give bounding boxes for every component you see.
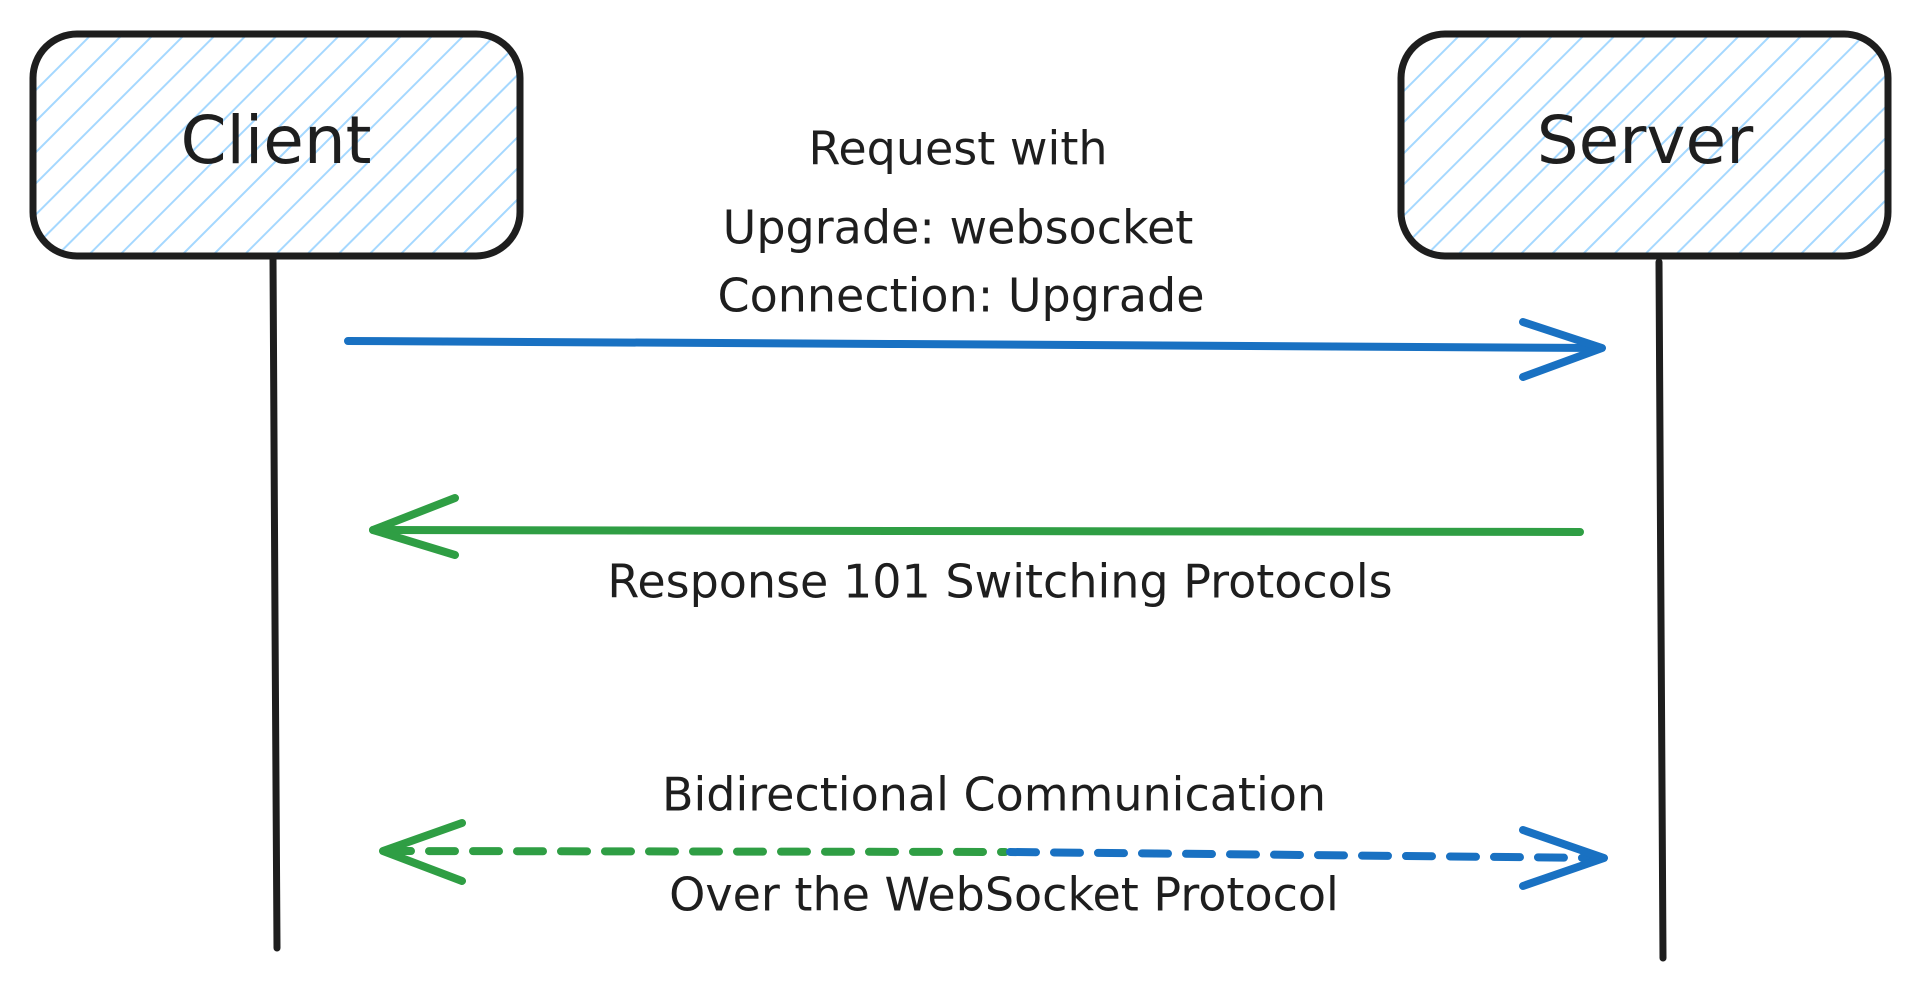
server-box xyxy=(1397,30,1892,260)
response-arrowhead xyxy=(369,494,459,559)
request-message: Request with Upgrade: websocket Connecti… xyxy=(344,122,1606,381)
request-label-line-3: Connection: Upgrade xyxy=(717,269,1204,323)
bidirectional-arrowhead-left xyxy=(379,819,466,885)
response-label: Response 101 Switching Protocols xyxy=(607,555,1392,609)
server-label: Server xyxy=(1537,102,1754,179)
client-box xyxy=(29,30,524,260)
client-lifeline xyxy=(269,254,281,952)
bidirectional-label-line-2: Over the WebSocket Protocol xyxy=(669,868,1339,922)
bidirectional-arrow-line-green xyxy=(381,847,1009,856)
bidirectional-arrowhead-right xyxy=(1519,826,1608,890)
server-actor: Server xyxy=(1397,30,1892,260)
client-label: Client xyxy=(180,102,371,179)
bidirectional-message: Bidirectional Communication Over the Web… xyxy=(379,768,1608,922)
server-lifeline xyxy=(1655,258,1667,962)
request-label-line-2: Upgrade: websocket xyxy=(723,201,1194,255)
response-message: Response 101 Switching Protocols xyxy=(369,494,1584,609)
bidirectional-arrow-line-blue xyxy=(1006,848,1604,862)
response-arrow-line xyxy=(369,526,1584,536)
client-actor: Client xyxy=(29,30,524,260)
request-arrow-line xyxy=(344,337,1604,352)
request-label-line-1: Request with xyxy=(808,122,1107,176)
bidirectional-label-line-1: Bidirectional Communication xyxy=(662,768,1326,822)
request-arrowhead xyxy=(1519,318,1606,381)
